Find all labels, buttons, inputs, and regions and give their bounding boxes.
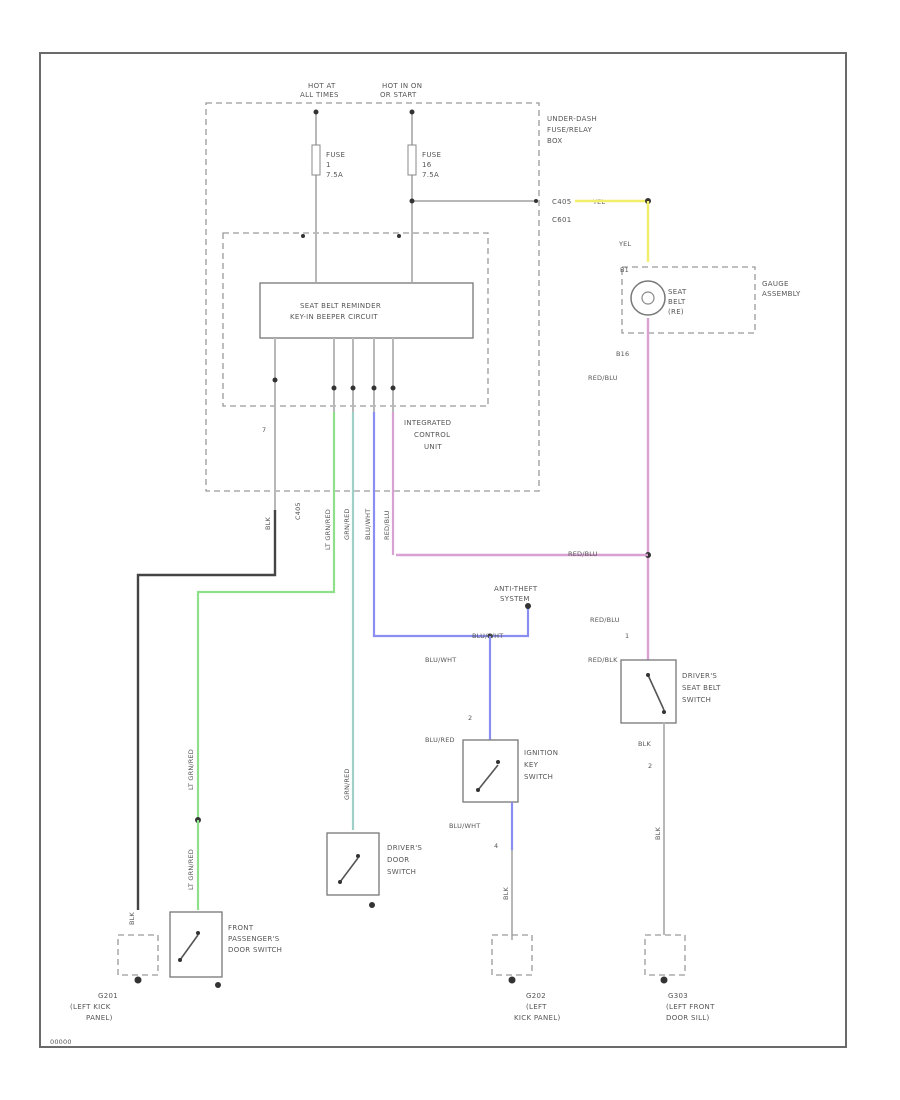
wire-blk-icu: BLK <box>264 517 272 530</box>
pin-4-label: 4 <box>494 842 498 850</box>
pin-7-label: 7 <box>262 426 266 434</box>
seat-belt-lamp-icon <box>641 291 655 305</box>
wire-lt-grn-red-top: LT GRN/RED <box>324 509 332 550</box>
ignition-key-switch <box>462 739 519 803</box>
wire-blu-red: BLU/RED <box>425 736 455 744</box>
seat-belt-indicator-lamp <box>630 280 666 316</box>
g303-connector <box>644 934 686 976</box>
wire-red-blu-horizontal: RED/BLU <box>568 550 598 558</box>
belt-switch-contact <box>647 674 665 711</box>
diagram-code: 00000 <box>50 1038 72 1046</box>
c601-pin-label: C405 <box>552 198 571 206</box>
wire-grn-red-top: GRN/RED <box>343 508 351 540</box>
pin-1-label: 1 <box>625 632 629 640</box>
wire-lt-grn-red-lower: LT GRN/RED <box>187 849 195 890</box>
wire-yel-vertical: YEL <box>618 240 631 248</box>
drivers-seat-belt-switch <box>620 659 677 724</box>
fuse2-symbol <box>407 144 417 176</box>
pin-2-ign-label: 2 <box>468 714 472 722</box>
fuse1-symbol <box>311 144 321 176</box>
green-w-wire <box>196 412 336 820</box>
blue-w-wire <box>372 412 530 638</box>
ignition-switch-contact <box>477 764 499 791</box>
wire-blk-g202: BLK <box>502 887 510 900</box>
wire-blu-wht-lower: BLU/WHT <box>449 822 480 830</box>
wire-blu-wht-v: BLU/WHT <box>425 656 456 664</box>
gauge-assembly-box <box>621 266 756 334</box>
front-passenger-door-switch <box>169 911 223 978</box>
integrated-control-unit-box <box>222 232 489 407</box>
pin-b1-label: B1 <box>620 266 629 274</box>
door-switch-contact <box>339 857 359 883</box>
g201-ground-point <box>134 976 142 984</box>
wire-red-blu-lower: RED/BLU <box>590 616 620 624</box>
fuse2-top-terminal <box>409 109 415 115</box>
wire-blk-belt: BLK <box>638 740 651 748</box>
c601-label: C601 <box>552 216 571 224</box>
wire-blk-g201: BLK <box>128 912 136 925</box>
drivers-door-switch <box>326 832 380 896</box>
diagram-frame <box>39 52 847 1048</box>
fuse1-top-terminal <box>313 109 319 115</box>
wire-red-blu-upper: RED/BLU <box>588 374 618 382</box>
wire-blu-wht-top: BLU/WHT <box>364 509 372 540</box>
g201-connector <box>117 934 159 976</box>
wire-red-blk: RED/BLK <box>588 656 618 664</box>
wire-c405-label: C405 <box>294 502 302 520</box>
g202-ground-point <box>508 976 516 984</box>
wire-blu-wht-h: BLU/WHT <box>472 632 503 640</box>
seat-belt-reminder-circuit <box>259 282 474 339</box>
dark-w-wire <box>136 510 277 910</box>
passenger-switch-contact <box>179 934 199 961</box>
pin-b16-label: B16 <box>616 350 629 358</box>
wire-blk-g303: BLK <box>654 827 662 840</box>
g303-ground-point <box>660 976 668 984</box>
g202-connector <box>491 934 533 976</box>
pin-2-belt-label: 2 <box>648 762 652 770</box>
wire-lt-grn-red-mid: LT GRN/RED <box>187 749 195 790</box>
wire-red-blu-top: RED/BLU <box>383 510 391 540</box>
wire-grn-red-lower: GRN/RED <box>343 768 351 800</box>
